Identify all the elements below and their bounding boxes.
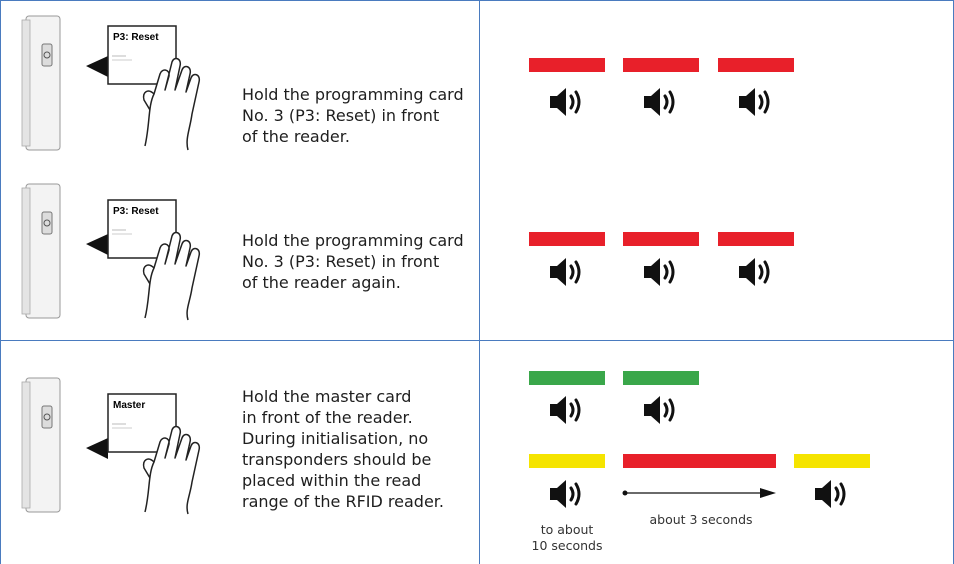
instruction-line: placed within the read	[242, 471, 422, 490]
instruction-step-3: Hold the master card in front of the rea…	[242, 386, 444, 512]
duration-note-left: to about 10 seconds	[520, 522, 614, 554]
speaker-beep-icon	[548, 256, 581, 288]
speaker-beep-icon	[642, 394, 675, 426]
instruction-line: Hold the programming card	[242, 231, 464, 250]
instruction-line: range of the RFID reader.	[242, 492, 444, 511]
speaker-beep-icon	[737, 86, 770, 118]
grid-line-middle	[479, 0, 480, 564]
speaker-beep-icon	[813, 478, 846, 510]
card-label-3: Master	[113, 400, 145, 411]
speaker-beep-icon	[548, 394, 581, 426]
led-bar-green	[623, 371, 699, 385]
instruction-line: Hold the programming card	[242, 85, 464, 104]
card-label-1: P3: Reset	[113, 32, 159, 43]
instruction-step-1: Hold the programming card No. 3 (P3: Res…	[242, 84, 464, 147]
instruction-line: Hold the master card	[242, 387, 412, 406]
instruction-line: No. 3 (P3: Reset) in front	[242, 252, 440, 271]
led-bar-red	[623, 58, 699, 72]
speaker-beep-icon	[737, 256, 770, 288]
instruction-line: During initialisation, no	[242, 429, 429, 448]
grid-line-left	[0, 0, 1, 564]
instruction-line: No. 3 (P3: Reset) in front	[242, 106, 440, 125]
note-line: to about	[540, 522, 594, 537]
led-bar-red	[529, 232, 605, 246]
instruction-line: of the reader again.	[242, 273, 401, 292]
card-label-2: P3: Reset	[113, 206, 159, 217]
note-line: 10 seconds	[531, 538, 603, 553]
reader-card-illustration-3: Master	[21, 377, 201, 515]
reader-card-illustration-1: P3: Reset	[21, 15, 201, 151]
grid-line-section	[0, 340, 954, 341]
led-bar-red	[718, 58, 794, 72]
led-bar-red	[529, 58, 605, 72]
instruction-line: transponders should be	[242, 450, 432, 469]
instruction-line: of the reader.	[242, 127, 350, 146]
duration-arrow	[622, 488, 776, 498]
led-bar-yellow	[529, 454, 605, 468]
instruction-line: in front of the reader.	[242, 408, 413, 427]
grid-line-top	[0, 0, 954, 1]
led-bar-green	[529, 371, 605, 385]
duration-note-arrow: about 3 seconds	[649, 512, 753, 527]
instruction-step-2: Hold the programming card No. 3 (P3: Res…	[242, 230, 464, 293]
speaker-beep-icon	[642, 256, 675, 288]
reader-card-illustration-2: P3: Reset	[21, 183, 201, 321]
speaker-beep-icon	[642, 86, 675, 118]
speaker-beep-icon	[548, 86, 581, 118]
led-bar-red	[623, 232, 699, 246]
led-bar-red	[623, 454, 776, 468]
led-bar-red	[718, 232, 794, 246]
speaker-beep-icon	[548, 478, 581, 510]
led-bar-yellow	[794, 454, 870, 468]
